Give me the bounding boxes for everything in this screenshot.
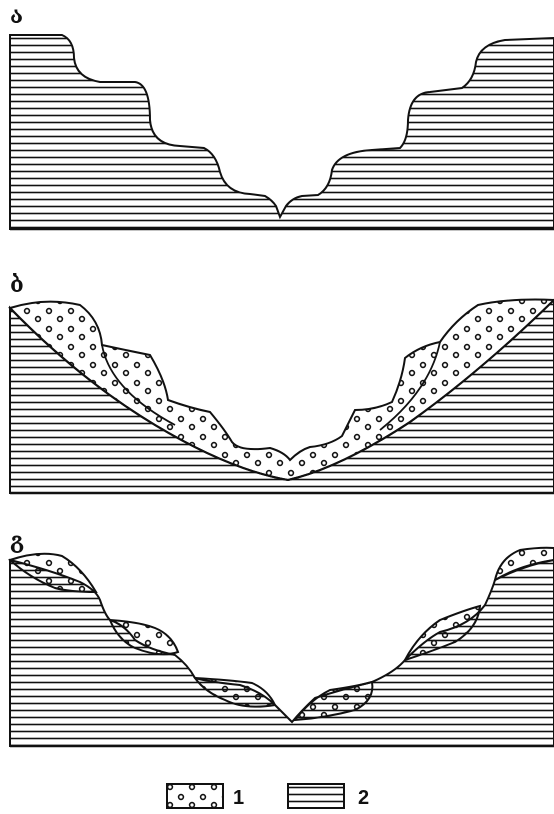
strata-swatch-icon (288, 784, 344, 808)
panel-b: ბ (10, 272, 554, 493)
legend-item-2: 2 (288, 784, 369, 809)
panel-a: ა (10, 3, 554, 229)
legend-label-1: 1 (233, 787, 244, 809)
panel-b-label: ბ (10, 272, 24, 298)
panel-c-label: გ (10, 528, 24, 554)
legend: 1 2 (167, 784, 369, 809)
legend-item-1: 1 (167, 784, 244, 809)
gravel-swatch-icon (167, 784, 223, 808)
panel-a-bedrock (10, 35, 554, 229)
panel-a-label: ა (10, 3, 23, 29)
panel-c: გ (10, 528, 554, 746)
legend-label-2: 2 (358, 787, 369, 809)
